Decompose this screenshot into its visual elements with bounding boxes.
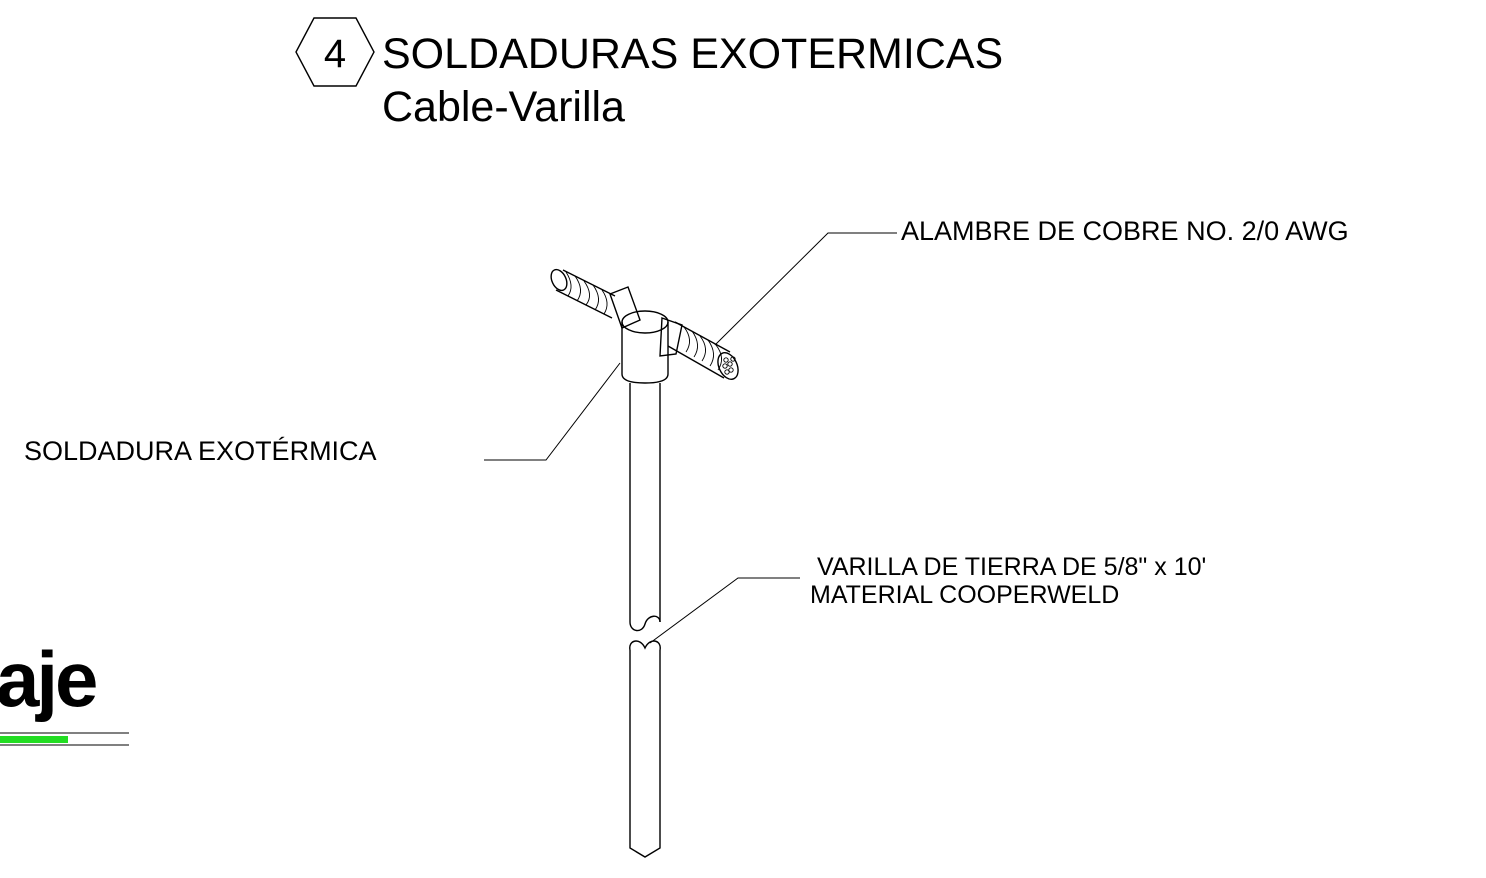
cable-front-strands (683, 326, 722, 371)
rod-lower-segment (629, 650, 661, 858)
cable-callout: ALAMBRE DE COBRE NO. 2/0 AWG (901, 216, 1349, 246)
weld-top (621, 310, 669, 334)
cable-end-strands (722, 356, 736, 375)
rod-upper-segment (629, 383, 661, 622)
rod-callout-line2: MATERIAL COOPERWELD (810, 581, 1119, 609)
rod-break-lower (629, 640, 661, 651)
cable-front-end (717, 352, 739, 380)
company-logo: aje (0, 635, 129, 746)
cable-back (555, 269, 616, 319)
cable-back-strands (565, 271, 608, 315)
detail-number-hexagon (295, 17, 375, 87)
exothermic-weld (621, 310, 669, 384)
leader-lines (484, 232, 897, 644)
cable-back-end (550, 268, 568, 292)
weld-body (621, 322, 669, 384)
weld-callout: SOLDADURA EXOTÉRMICA (24, 436, 377, 466)
cable-back-sleeve (609, 286, 641, 329)
rod-leader (649, 577, 800, 644)
logo-accent-bar (0, 736, 68, 743)
weld-leader (484, 362, 621, 461)
rod-break-upper (629, 615, 661, 632)
detail-number: 4 (324, 32, 346, 76)
detail-title: SOLDADURAS EXOTERMICAS (382, 30, 1003, 78)
logo-text: aje (0, 635, 96, 723)
copper-cable (550, 268, 739, 380)
rod-callout-line1: VARILLA DE TIERRA DE 5/8" x 10' (817, 553, 1206, 581)
ground-rod (629, 383, 661, 858)
cable-front-sleeve (659, 317, 683, 357)
cable-leader (714, 232, 897, 346)
detail-header: 4 SOLDADURAS EXOTERMICAS Cable-Varilla (295, 17, 1003, 131)
detail-subtitle: Cable-Varilla (382, 83, 625, 131)
